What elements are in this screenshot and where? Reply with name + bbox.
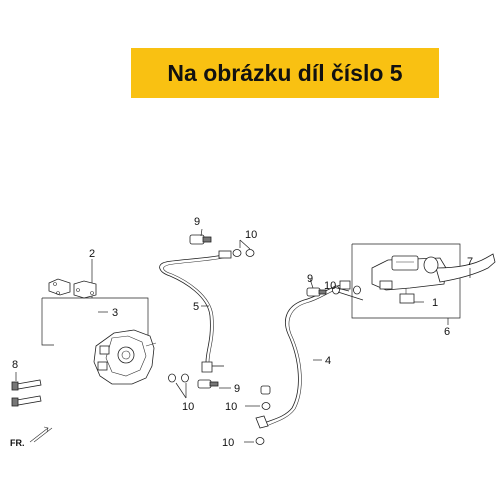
brake-hose-icon — [159, 250, 232, 373]
washer-icon — [168, 249, 361, 445]
brake-caliper-icon — [93, 329, 157, 385]
caliper-bolt-icon — [11, 379, 42, 407]
callout-10-rear: 10 — [324, 280, 336, 292]
leader-lines — [15, 228, 471, 443]
brake-hose-icon — [255, 280, 351, 429]
banjo-bolt-icon — [189, 234, 327, 395]
direction-arrow-icon — [29, 426, 53, 443]
callout-10-front-upper: 10 — [245, 229, 257, 241]
callout-10-lower: 10 — [225, 401, 237, 413]
callout-4: 4 — [325, 355, 331, 367]
brake-lever-icon — [423, 253, 496, 283]
callout-8: 8 — [12, 359, 18, 371]
title-banner: Na obrázku díl číslo 5 — [131, 48, 439, 98]
callout-3: 3 — [112, 307, 118, 319]
brake-pad-icon — [48, 278, 97, 299]
callout-9-lower: 9 — [234, 383, 240, 395]
callout-1: 1 — [432, 297, 438, 309]
callout-7: 7 — [467, 256, 473, 268]
direction-label: FR. — [10, 438, 25, 448]
callout-9-front-upper: 9 — [194, 216, 200, 228]
callout-2: 2 — [89, 248, 95, 260]
master-cylinder-icon — [371, 255, 447, 304]
callout-6: 6 — [444, 326, 450, 338]
callout-9-rear: 9 — [307, 273, 313, 285]
callout-10-bottom: 10 — [222, 437, 234, 449]
master-cylinder-group-frame — [351, 243, 461, 325]
callout-10-caliper: 10 — [182, 401, 194, 413]
callout-5: 5 — [193, 301, 199, 313]
banner-text: Na obrázku díl číslo 5 — [167, 59, 403, 86]
